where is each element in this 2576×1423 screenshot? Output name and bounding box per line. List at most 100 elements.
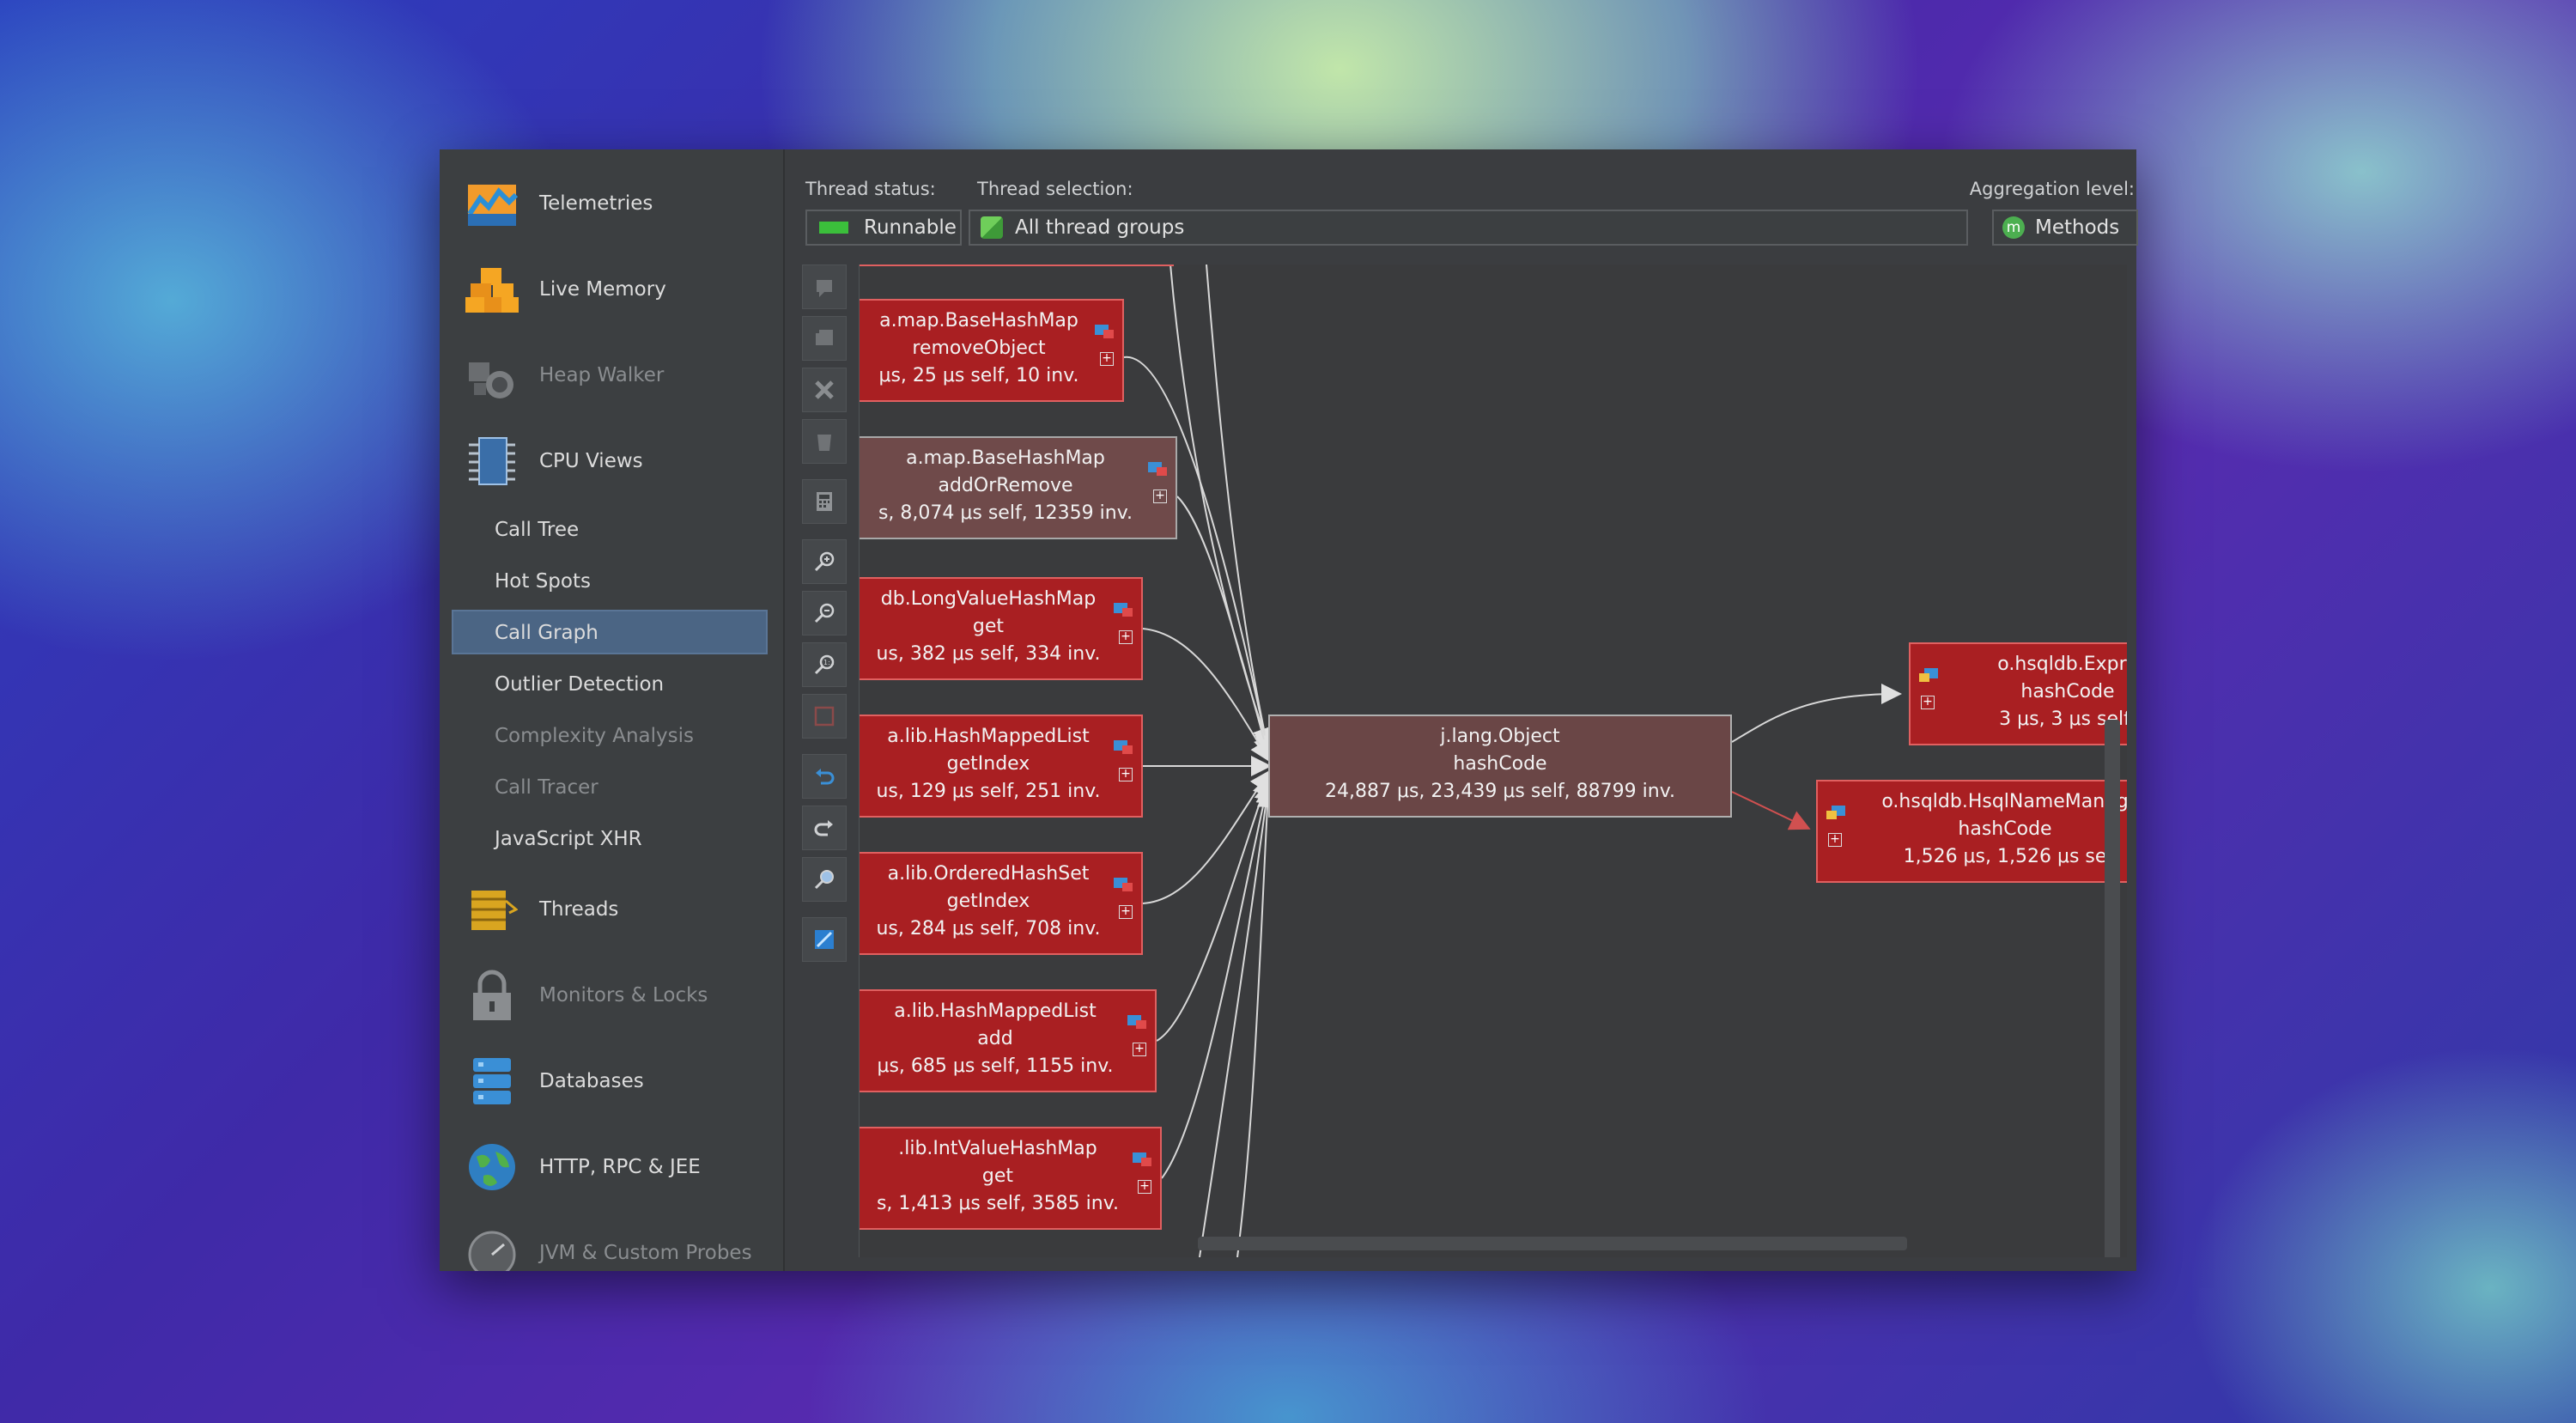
zoom-out-icon[interactable]: [802, 591, 847, 635]
node-class: .lib.IntValueHashMap: [898, 1138, 1097, 1159]
export-icon[interactable]: [802, 917, 847, 962]
method-type-icon: [1826, 806, 1845, 819]
delete-icon[interactable]: [802, 419, 847, 464]
thread-status-value: Runnable: [864, 216, 957, 239]
fit-content-icon[interactable]: [802, 694, 847, 739]
nav-monitors-locks[interactable]: Monitors & Locks: [465, 965, 708, 1025]
node-class: o.hsqldb.Expre: [1997, 654, 2127, 675]
node-method: addOrRemove: [938, 475, 1073, 496]
aggregation-level-dropdown[interactable]: m Methods: [1992, 210, 2138, 246]
cpu-views-icon: [465, 435, 519, 488]
thread-status-label: Thread status:: [805, 179, 936, 199]
caller-node[interactable]: a.map.BaseHashMap addOrRemove s, 8,074 μ…: [860, 436, 1177, 539]
node-stats: μs, 685 μs self, 1155 inv.: [877, 1055, 1114, 1077]
vertical-scrollbar[interactable]: [2105, 720, 2120, 1257]
lock-icon: [465, 969, 519, 1022]
node-stats: 3 μs, 3 μs self,: [1999, 708, 2127, 730]
remove-node-icon[interactable]: [802, 368, 847, 412]
nav-javascript-xhr[interactable]: JavaScript XHR: [495, 828, 642, 850]
nav-label: Threads: [539, 898, 619, 921]
horizontal-scrollbar[interactable]: [1198, 1237, 1907, 1250]
live-memory-icon: [465, 263, 519, 316]
aggregation-level-value: Methods: [2035, 216, 2120, 239]
expand-icon[interactable]: +: [1119, 768, 1133, 781]
expand-icon[interactable]: +: [1133, 1043, 1146, 1056]
nav-databases[interactable]: Databases: [465, 1051, 644, 1111]
nav-telemetries[interactable]: Telemetries: [465, 173, 653, 234]
method-type-icon: [1114, 603, 1133, 617]
nav-outlier-detection[interactable]: Outlier Detection: [495, 673, 665, 696]
show-callers-icon[interactable]: [802, 265, 847, 309]
caller-node[interactable]: .lib.IntValueHashMap get s, 1,413 μs sel…: [860, 1127, 1162, 1230]
runnable-status-icon: [819, 222, 848, 234]
search-icon[interactable]: [802, 857, 847, 902]
nav-heap-walker[interactable]: Heap Walker: [465, 345, 664, 405]
caller-node[interactable]: a.lib.HashMappedList getIndex us, 129 μs…: [860, 715, 1143, 818]
method-type-icon: [1127, 1015, 1146, 1029]
thread-group-icon: [981, 216, 1003, 239]
method-type-icon: [1114, 740, 1133, 754]
nav-complexity-analysis[interactable]: Complexity Analysis: [495, 725, 694, 747]
zoom-reset-icon[interactable]: 1:1: [802, 642, 847, 687]
focused-method-node[interactable]: j.lang.Object hashCode 24,887 μs, 23,439…: [1268, 715, 1732, 818]
node-class: db.LongValueHashMap: [880, 588, 1097, 610]
node-method: getIndex: [946, 891, 1030, 912]
expand-icon[interactable]: +: [1119, 905, 1133, 919]
gauge-icon: [465, 1226, 519, 1271]
caller-node[interactable]: a.lib.HashMappedList add μs, 685 μs self…: [860, 989, 1157, 1092]
nav-hot-spots[interactable]: Hot Spots: [495, 570, 591, 593]
caller-node[interactable]: a.lib.OrderedHashSet getIndex us, 284 μs…: [860, 852, 1143, 955]
nav-label: Telemetries: [539, 192, 653, 215]
expand-icon[interactable]: +: [1100, 352, 1114, 366]
nav-call-graph[interactable]: Call Graph: [495, 622, 598, 644]
calculator-icon[interactable]: [802, 479, 847, 524]
thread-selection-label: Thread selection:: [977, 179, 1133, 199]
nav-threads[interactable]: Threads: [465, 879, 618, 940]
nav-label: CPU Views: [539, 450, 643, 472]
node-class: a.map.BaseHashMap: [879, 310, 1078, 331]
method-type-icon: [1133, 1152, 1151, 1166]
call-graph-canvas[interactable]: a.map.BaseHashMap removeObject μs, 25 μs…: [859, 265, 2127, 1257]
caller-node-partial[interactable]: [860, 265, 1174, 266]
thread-status-dropdown[interactable]: Runnable: [805, 210, 962, 246]
callee-node[interactable]: o.hsqldb.HsqlNameManag hashCode 1,526 μs…: [1816, 780, 2127, 883]
nav-jvm-custom-probes[interactable]: JVM & Custom Probes: [465, 1223, 752, 1271]
callee-node[interactable]: o.hsqldb.Expre hashCode 3 μs, 3 μs self,…: [1909, 642, 2127, 745]
node-stats: 24,887 μs, 23,439 μs self, 88799 inv.: [1324, 781, 1676, 802]
node-method: hashCode: [1453, 753, 1547, 775]
svg-text:1:1: 1:1: [823, 659, 835, 666]
zoom-in-icon[interactable]: [802, 539, 847, 584]
node-class: a.lib.HashMappedList: [894, 1000, 1097, 1022]
expand-icon[interactable]: +: [1921, 696, 1935, 709]
thread-selection-value: All thread groups: [1015, 216, 1185, 239]
nav-label: Monitors & Locks: [539, 984, 708, 1006]
caller-node[interactable]: db.LongValueHashMap get us, 382 μs self,…: [860, 577, 1143, 680]
expand-icon[interactable]: +: [1119, 630, 1133, 644]
show-callees-icon[interactable]: [802, 316, 847, 361]
thread-selection-dropdown[interactable]: All thread groups: [969, 210, 1968, 246]
call-graph-panel: Thread status: Thread selection: Aggrega…: [793, 149, 2138, 1271]
expand-icon[interactable]: +: [1138, 1180, 1151, 1194]
caller-node[interactable]: a.map.BaseHashMap removeObject μs, 25 μs…: [860, 299, 1124, 402]
expand-icon[interactable]: +: [1153, 490, 1167, 503]
method-type-icon: [1114, 878, 1133, 891]
redo-icon[interactable]: [802, 806, 847, 850]
globe-icon: [465, 1140, 519, 1194]
node-class: a.lib.HashMappedList: [887, 726, 1090, 747]
nav-call-tracer[interactable]: Call Tracer: [495, 776, 598, 799]
nav-call-tree[interactable]: Call Tree: [495, 519, 580, 541]
nav-label: Live Memory: [539, 278, 666, 301]
expand-icon[interactable]: +: [1828, 833, 1842, 847]
nav-cpu-views[interactable]: CPU Views: [465, 431, 643, 491]
node-class: j.lang.Object: [1440, 726, 1560, 747]
undo-icon[interactable]: [802, 754, 847, 799]
node-stats: s, 1,413 μs self, 3585 inv.: [876, 1193, 1120, 1214]
edges-layer: [1123, 265, 1902, 1257]
nav-label: Heap Walker: [539, 364, 665, 386]
nav-http-rpc-jee[interactable]: HTTP, RPC & JEE: [465, 1137, 701, 1197]
view-sidebar: Telemetries Live Memory Heap Walker CPU …: [440, 149, 785, 1271]
nav-live-memory[interactable]: Live Memory: [465, 259, 666, 319]
method-type-icon: [1095, 325, 1114, 338]
node-method: add: [977, 1028, 1013, 1049]
node-method: removeObject: [912, 338, 1046, 359]
